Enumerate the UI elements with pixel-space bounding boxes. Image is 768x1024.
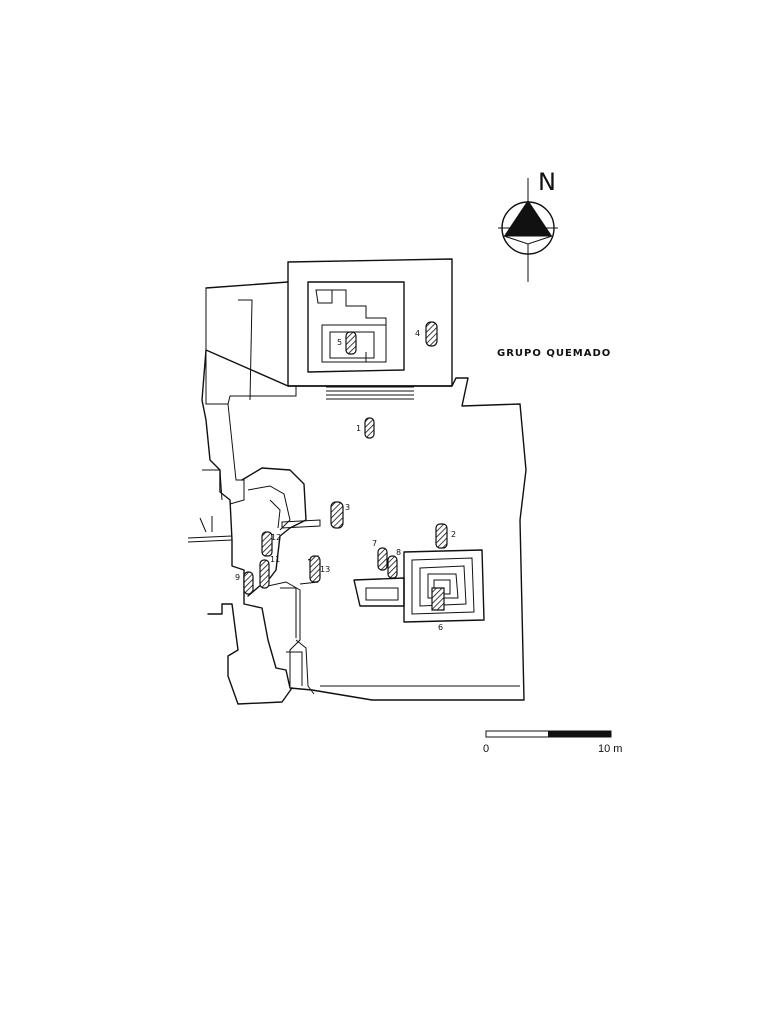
scale-bar: [485, 730, 612, 738]
scale-end-label: 10 m: [598, 743, 622, 755]
stepped-platform: [353, 549, 485, 623]
monument-8: [387, 555, 398, 579]
label-7: 7: [372, 539, 377, 548]
label-4: 4: [415, 329, 420, 338]
monument-2: [435, 523, 448, 549]
label-3: 3: [345, 503, 350, 512]
north-arrow-icon: [498, 178, 558, 282]
monument-12: [261, 531, 273, 557]
label-5: 5: [337, 338, 342, 347]
plaza-outline: [187, 281, 527, 705]
monument-13: [309, 555, 321, 583]
monument-1: [364, 417, 375, 439]
monument-3: [330, 501, 344, 529]
label-8: 8: [396, 548, 401, 557]
label-6: 6: [438, 623, 443, 632]
map-title: GRUPO QUEMADO: [497, 348, 611, 359]
label-2: 2: [451, 530, 456, 539]
monument-7: [377, 547, 388, 571]
monument-5: [345, 331, 357, 355]
label-12: 12: [271, 533, 281, 542]
label-13: 13: [320, 565, 330, 574]
north-label: N: [538, 168, 556, 196]
scale-start-label: 0: [483, 743, 489, 755]
label-11: 11: [270, 555, 280, 564]
monument-4: [425, 321, 438, 347]
monument-9: [243, 571, 254, 595]
monument-11: [259, 559, 270, 589]
label-1: 1: [356, 424, 361, 433]
label-9: 9: [235, 573, 240, 582]
